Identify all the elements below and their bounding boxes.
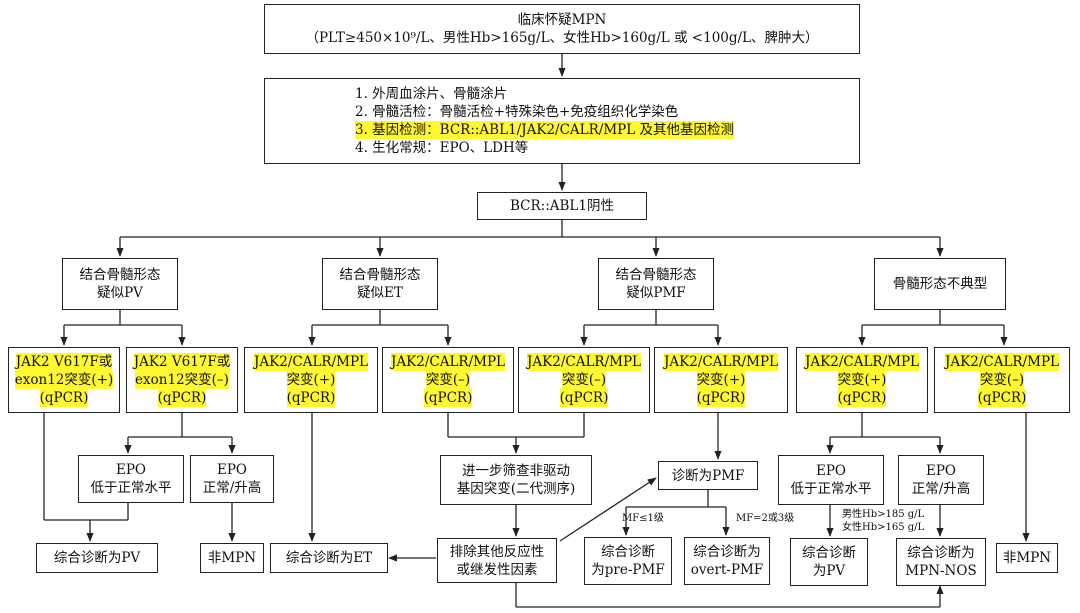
aty-pos-line1: JAK2/CALR/MPL	[804, 353, 919, 371]
epo-normal-atypical-box: EPO 正常/升高	[898, 455, 984, 505]
overt-pmf-line2: overt-PMF	[690, 562, 764, 578]
et-suspected-line1: 结合骨髓形态	[339, 267, 421, 283]
pmf-suspected-box: 结合骨髓形态 疑似PMF	[598, 258, 714, 310]
aty-neg-line1: JAK2/CALR/MPL	[944, 353, 1059, 371]
exclude-secondary-box: 排除其他反应性 或继发性因素	[437, 538, 557, 583]
bcr-abl1-negative-label: BCR::ABL1阴性	[510, 198, 614, 214]
workup-item-2: 2. 骨髓活检：骨髓活检+特殊染色+免疫组织化学染色	[355, 104, 679, 120]
ngs-line2: 基因突变(二代测序)	[456, 481, 576, 497]
diagnosis-pmf-label: 诊断为PMF	[671, 467, 745, 484]
mpn-nos-box: 综合诊断为 MPN-NOS	[896, 538, 986, 586]
hb-female-label: 女性Hb>165 g/L	[842, 522, 925, 533]
mpn-nos-line2: MPN-NOS	[905, 563, 977, 579]
mf-high-label: MF=2或3级	[736, 513, 795, 524]
pmf-pos-line3: (qPCR)	[696, 389, 746, 407]
diagnosis-pmf-box: 诊断为PMF	[658, 461, 758, 490]
pv-pos-line3: (qPCR)	[39, 389, 89, 407]
epo-normal-pv-line2: 正常/升高	[202, 480, 262, 496]
diagnosis-pv-atypical-box: 综合诊断 为PV	[790, 538, 868, 586]
pmf-mutation-positive-box: JAK2/CALR/MPL 突变(+) (qPCR)	[654, 347, 788, 413]
et-mutation-positive-box: JAK2/CALR/MPL 突变(+) (qPCR)	[244, 347, 378, 413]
ngs-line1: 进一步筛查非驱动	[462, 463, 570, 479]
pmf-neg-line1: JAK2/CALR/MPL	[526, 353, 641, 371]
epo-low-pv-line2: 低于正常水平	[90, 480, 172, 496]
et-pos-line3: (qPCR)	[286, 389, 336, 407]
non-mpn-right-box: 非MPN	[996, 543, 1058, 573]
et-neg-line2: 突变(–)	[425, 371, 471, 389]
epo-low-pv-line1: EPO	[115, 462, 146, 478]
workup-item-4: 4. 生化常规：EPO、LDH等	[355, 140, 529, 156]
atypical-mutation-negative-box: JAK2/CALR/MPL 突变(–) (qPCR)	[934, 347, 1070, 413]
epo-normal-pv-line1: EPO	[216, 462, 247, 478]
pmf-suspected-line1: 结合骨髓形态	[615, 267, 697, 283]
diagnosis-et-label: 综合诊断为ET	[285, 550, 373, 566]
aty-pos-line2: 突变(+)	[837, 371, 887, 389]
epo-normal-pv-box: EPO 正常/升高	[190, 455, 274, 503]
pv-pos-line1: JAK2 V617F或	[15, 353, 113, 371]
et-pos-line2: 突变(+)	[286, 371, 336, 389]
pv-suspected-line2: 疑似PV	[97, 285, 143, 301]
dx-pv2-line2: 为PV	[812, 563, 846, 579]
pv-neg-line1: JAK2 V617F或	[133, 353, 231, 371]
mf-low-label: MF≤1级	[622, 513, 664, 524]
dx-pv2-line1: 综合诊断	[802, 545, 856, 561]
aty-neg-line2: 突变(–)	[979, 371, 1025, 389]
exclude-line2: 或继发性因素	[456, 561, 538, 578]
pv-neg-line3: (qPCR)	[157, 389, 207, 407]
non-mpn-right-label: 非MPN	[1002, 550, 1052, 566]
diagnosis-pv-label: 综合诊断为PV	[53, 550, 141, 566]
pre-pmf-line2: 为pre-PMF	[591, 562, 665, 578]
epo-low-aty-line1: EPO	[815, 463, 846, 479]
mpn-nos-line1: 综合诊断为	[907, 545, 975, 561]
hb-male-label: 男性Hb>185 g/L	[842, 509, 925, 520]
ngs-screening-box: 进一步筛查非驱动 基因突变(二代测序)	[440, 455, 592, 505]
pmf-pos-line1: JAK2/CALR/MPL	[663, 353, 778, 371]
aty-pos-line3: (qPCR)	[837, 389, 887, 407]
pv-pos-line2: exon12突变(+)	[14, 371, 114, 389]
diagnosis-et-box: 综合诊断为ET	[270, 543, 388, 573]
et-pos-line1: JAK2/CALR/MPL	[253, 353, 368, 371]
pmf-suspected-line2: 疑似PMF	[626, 285, 686, 301]
epo-low-pv-box: EPO 低于正常水平	[78, 455, 184, 503]
pv-neg-line2: exon12突变(–)	[135, 371, 229, 389]
suspect-mpn-criteria: （PLT≥450×10⁹/L、男性Hb>165g/L、女性Hb>160g/L 或…	[305, 30, 819, 46]
pmf-neg-line2: 突变(–)	[561, 371, 607, 389]
bcr-abl1-negative-box: BCR::ABL1阴性	[477, 192, 647, 220]
pv-mutation-negative-box: JAK2 V617F或 exon12突变(–) (qPCR)	[126, 347, 238, 413]
epo-low-aty-line2: 低于正常水平	[790, 481, 872, 497]
diagnosis-pv-box: 综合诊断为PV	[36, 543, 158, 573]
pv-suspected-line1: 结合骨髓形态	[79, 267, 161, 283]
et-neg-line3: (qPCR)	[423, 389, 473, 407]
et-suspected-line2: 疑似ET	[357, 285, 403, 301]
epo-normal-aty-line1: EPO	[925, 463, 956, 479]
et-suspected-box: 结合骨髓形态 疑似ET	[322, 258, 438, 310]
pmf-pos-line2: 突变(+)	[696, 371, 746, 389]
atypical-morphology-label: 骨髓形态不典型	[892, 276, 988, 292]
epo-normal-aty-line2: 正常/升高	[911, 481, 971, 497]
atypical-morphology-box: 骨髓形态不典型	[874, 258, 1006, 310]
pv-suspected-box: 结合骨髓形态 疑似PV	[62, 258, 178, 310]
non-mpn-left-box: 非MPN	[200, 543, 264, 573]
exclude-line1: 排除其他反应性	[449, 543, 545, 560]
suspect-mpn-box: 临床怀疑MPN （PLT≥450×10⁹/L、男性Hb>165g/L、女性Hb>…	[264, 4, 860, 54]
atypical-mutation-positive-box: JAK2/CALR/MPL 突变(+) (qPCR)	[796, 347, 928, 413]
pmf-mutation-negative-box: JAK2/CALR/MPL 突变(–) (qPCR)	[518, 347, 650, 413]
workup-box: 1. 外周血涂片、骨髓涂片 2. 骨髓活检：骨髓活检+特殊染色+免疫组织化学染色…	[264, 78, 860, 164]
pre-pmf-box: 综合诊断 为pre-PMF	[584, 537, 672, 585]
et-mutation-negative-box: JAK2/CALR/MPL 突变(–) (qPCR)	[382, 347, 514, 413]
workup-item-3: 3. 基因检测：BCR::ABL1/JAK2/CALR/MPL 及其他基因检测	[355, 121, 735, 139]
pmf-neg-line3: (qPCR)	[559, 389, 609, 407]
workup-item-1: 1. 外周血涂片、骨髓涂片	[355, 86, 508, 102]
pv-mutation-positive-box: JAK2 V617F或 exon12突变(+) (qPCR)	[8, 347, 120, 413]
suspect-mpn-title: 临床怀疑MPN	[517, 12, 607, 28]
epo-low-atypical-box: EPO 低于正常水平	[778, 455, 884, 505]
aty-neg-line3: (qPCR)	[977, 389, 1027, 407]
overt-pmf-box: 综合诊断为 overt-PMF	[684, 537, 770, 585]
non-mpn-left-label: 非MPN	[207, 550, 257, 566]
overt-pmf-line1: 综合诊断为	[693, 544, 761, 560]
pre-pmf-line1: 综合诊断	[601, 544, 655, 560]
et-neg-line1: JAK2/CALR/MPL	[390, 353, 505, 371]
